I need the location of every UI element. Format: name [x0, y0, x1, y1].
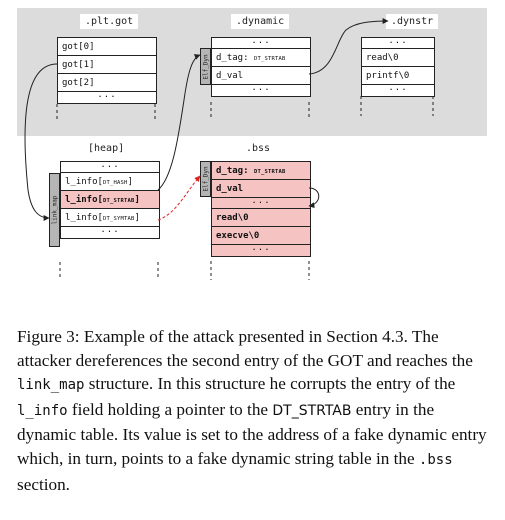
arrow-fake-strtab-to-bss [157, 175, 201, 221]
fake-d-val: d_val [212, 180, 310, 198]
figure-caption: Figure 3: Example of the attack presente… [17, 327, 487, 494]
dynstr-title: .dynstr [386, 14, 439, 29]
arrow-fake-dval-to-strings [308, 187, 320, 209]
heap-title: [heap] [88, 143, 125, 154]
link-map-table: ... l_info[DT_HASH] l_info[DT_STRTAB] l_… [60, 161, 160, 239]
pointer-arrows [24, 18, 434, 280]
dynstr-printf: printf\0 [362, 67, 434, 85]
arrow-dval-to-dynstr [308, 18, 389, 75]
heap-ellipsis-top: ... [61, 161, 159, 173]
got-ellipsis: ... [97, 90, 117, 100]
dynstr-read: read\0 [362, 49, 434, 67]
dynamic-d-val: d_val [212, 67, 310, 85]
got-table: got[0] got[1] got[2] ... [57, 37, 157, 104]
got-entry-0: got[0] [58, 38, 156, 56]
dynamic-elf-dyn-tab: Elf_Dyn [200, 48, 211, 85]
plt-got-title: .plt.got [80, 14, 139, 29]
bss-ellipsis-mid: ... [212, 197, 310, 209]
bss-elf-dyn-tab: Elf_Dyn [200, 161, 211, 197]
l-info-dt-hash: l_info[DT_HASH] [61, 173, 159, 191]
l-info-dt-symtab: l_info[DT_SYMTAB] [61, 209, 159, 227]
fake-d-tag: d_tag: DT_STRTAB [212, 162, 310, 180]
dynamic-ellipsis-bottom: ... [251, 83, 271, 93]
arrow-link-map-to-dynamic [157, 54, 201, 191]
dynamic-table: ... d_tag: DT_STRTAB d_val ... [211, 37, 311, 97]
got-entry-2: got[2] [58, 74, 156, 92]
dynamic-d-tag: d_tag: DT_STRTAB [212, 49, 310, 67]
dynamic-title: .dynamic [231, 14, 290, 29]
got-entry-1: got[1] [58, 56, 156, 74]
l-info-dt-strtab: l_info[DT_STRTAB] [61, 191, 159, 209]
arrow-got1-to-link-map [24, 63, 58, 221]
bss-ellipsis-bottom: ... [251, 243, 271, 253]
link-map-tab: link_map [49, 173, 60, 247]
bss-title: .bss [246, 143, 271, 154]
fake-read-string: read\0 [212, 209, 310, 227]
fake-dynamic-table: d_tag: DT_STRTAB d_val ... read\0 execve… [211, 161, 311, 257]
fake-execve-string: execve\0 [212, 227, 310, 245]
dynstr-ellipsis-top: ... [362, 37, 434, 49]
heap-ellipsis-bottom: ... [100, 225, 120, 235]
dynamic-ellipsis-top: ... [212, 37, 310, 49]
continuation-ticks [56, 96, 434, 280]
dynstr-ellipsis-bottom: ... [388, 83, 408, 93]
dynstr-table: ... read\0 printf\0 ... [361, 37, 435, 97]
